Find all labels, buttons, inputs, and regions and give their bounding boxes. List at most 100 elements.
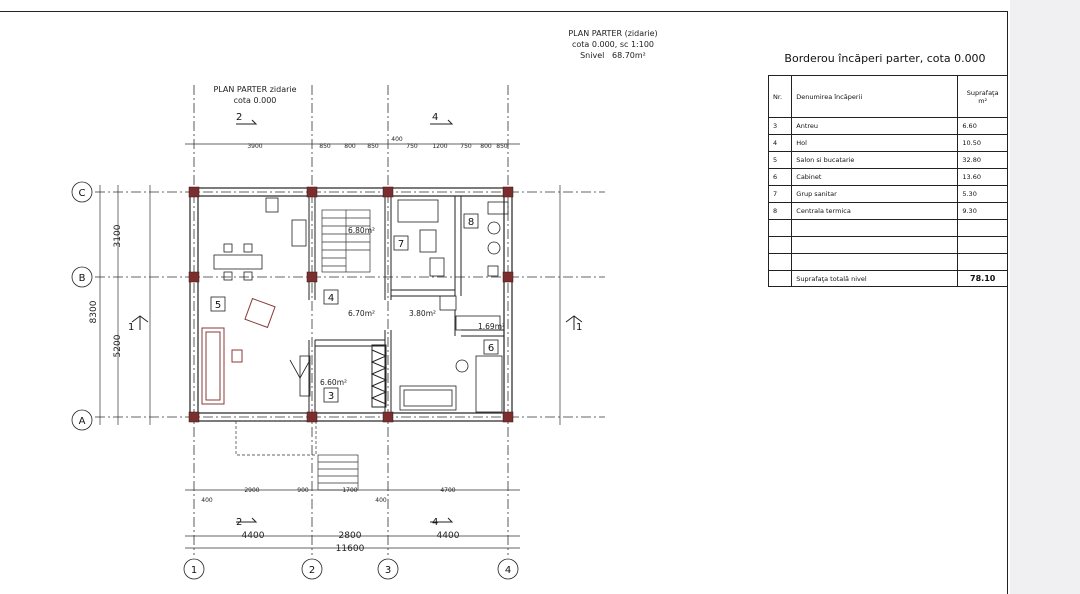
dim-overall-vertical: 8300 (89, 300, 99, 323)
room-8: 8 (468, 217, 474, 228)
table-row-empty (767, 236, 1008, 254)
table-row-empty (767, 219, 1008, 237)
axis-label-c: C (79, 188, 86, 199)
section-2-top: 2 (236, 112, 242, 123)
axis-labels: 1 2 3 4 C B A (79, 188, 512, 576)
dim-lower-bay: 5200 (113, 334, 123, 357)
dim-bottom-5: 4700 (440, 487, 455, 494)
sheet-border-right (1007, 11, 1008, 594)
row-nr: 5 (767, 151, 793, 169)
room-6: 6 (488, 343, 494, 354)
dim-top-9: 850 (496, 143, 508, 150)
stairs-entrance (235, 420, 359, 491)
dining-table-icon (213, 254, 263, 270)
area-labels: 6.80m² 6.70m² 3.80m² 1.69m² 6.60m² (320, 226, 505, 387)
dim-top-0: 3900 (247, 143, 262, 150)
dim-bottom-4: 400 (375, 497, 387, 504)
area-small: 1.69m² (478, 322, 505, 331)
dim-bottom-3: 1700 (342, 487, 357, 494)
section-4-bottom: 4 (432, 517, 438, 528)
section-markers (131, 119, 583, 523)
axis-lines (95, 85, 605, 555)
axis-label-2: 2 (309, 565, 315, 576)
axis-bubble-a (71, 409, 93, 431)
dim-upper-bay: 3100 (113, 224, 123, 247)
section-1-left: 1 (128, 322, 134, 333)
total-value: 78.10 (957, 270, 1008, 287)
row-area: 6.60 (957, 117, 1008, 135)
plan-scale: cota 0.000, sc 1:100 (571, 40, 655, 49)
axis-label-b: B (79, 273, 86, 284)
axis-bubble-c (71, 181, 93, 203)
dim-top-6: 1200 (432, 143, 447, 150)
plan-title: PLAN PARTER (zidarie) (568, 29, 658, 38)
room-3: 3 (328, 391, 334, 402)
sheet-border-top (0, 11, 1008, 12)
axis-bubble-2 (301, 558, 323, 580)
dim-top-1: 850 (319, 143, 331, 150)
stove-icon (291, 219, 307, 247)
section-4-top: 4 (432, 112, 438, 123)
room-numbers: 5 4 3 6 7 8 (215, 217, 494, 402)
room-number-boxes (210, 213, 499, 403)
dim-top-2: 800 (344, 143, 356, 150)
interior-walls (308, 196, 504, 413)
dimension-texts: 8300 3100 5200 3900 850 800 850 400 750 … (89, 136, 508, 554)
axis-label-4: 4 (505, 565, 511, 576)
section-2-bottom: 2 (236, 517, 242, 528)
total-label: Suprafaţa totală nivel (791, 270, 959, 287)
dim-bay-1: 4400 (242, 531, 265, 541)
sofa-icon (201, 327, 225, 405)
dim-overall-horizontal: 11600 (336, 544, 365, 554)
dim-top-4: 400 (391, 136, 403, 143)
structural-columns (188, 186, 514, 423)
armchair-icon (244, 297, 276, 329)
wardrobe (370, 344, 388, 408)
axis-label-3: 3 (385, 565, 391, 576)
dim-top-3: 850 (367, 143, 379, 150)
sink-icon (265, 197, 279, 213)
section-1-right: 1 (576, 322, 582, 333)
desk-icon (399, 385, 457, 411)
cabinet-icon (475, 355, 503, 413)
axis-label-a: A (79, 416, 86, 427)
dim-bottom-1: 2900 (244, 487, 259, 494)
toilet-icon (429, 257, 445, 277)
boiler-icon (487, 221, 501, 235)
area-hall2: 3.80m² (409, 309, 436, 318)
table-row-empty (767, 253, 1008, 271)
room-4: 4 (328, 293, 334, 304)
plan-title-block: PLAN PARTER (zidarie) cota 0.000, sc 1:1… (548, 28, 678, 61)
area-entry: 6.60m² (320, 378, 347, 387)
inner-title: PLAN PARTER zidarie (213, 85, 297, 94)
plan-snivel: Snivel 68.70m² (548, 50, 678, 61)
outer-walls (189, 187, 513, 422)
snivel-label: Snivel (580, 51, 605, 60)
room-table-title: Borderou încăperi parter, cota 0.000 (784, 52, 986, 65)
axis-bubble-3 (377, 558, 399, 580)
dim-top-5: 750 (406, 143, 418, 150)
inner-title-block: PLAN PARTER zidarie cota 0.000 (200, 84, 310, 106)
side-panel (1010, 0, 1080, 594)
bathtub-icon (397, 199, 439, 223)
office-chair-icon (455, 359, 469, 373)
axis-bubble-1 (183, 558, 205, 580)
dim-top-8: 800 (480, 143, 492, 150)
side-table-icon (231, 349, 243, 363)
dim-bay-3: 4400 (437, 531, 460, 541)
section-labels: 2 2 4 4 1 1 (128, 112, 582, 528)
floor-plan: 1 2 3 4 C B A 8300 3100 5200 3900 850 80… (71, 85, 605, 580)
furniture (201, 297, 276, 405)
inner-level: cota 0.000 (233, 96, 277, 105)
dim-bottom-0: 400 (201, 497, 213, 504)
axis-label-1: 1 (191, 565, 197, 576)
col-nr: Nr. (767, 75, 793, 118)
axis-bubble-4 (497, 558, 519, 580)
stairs-upper (321, 209, 371, 273)
